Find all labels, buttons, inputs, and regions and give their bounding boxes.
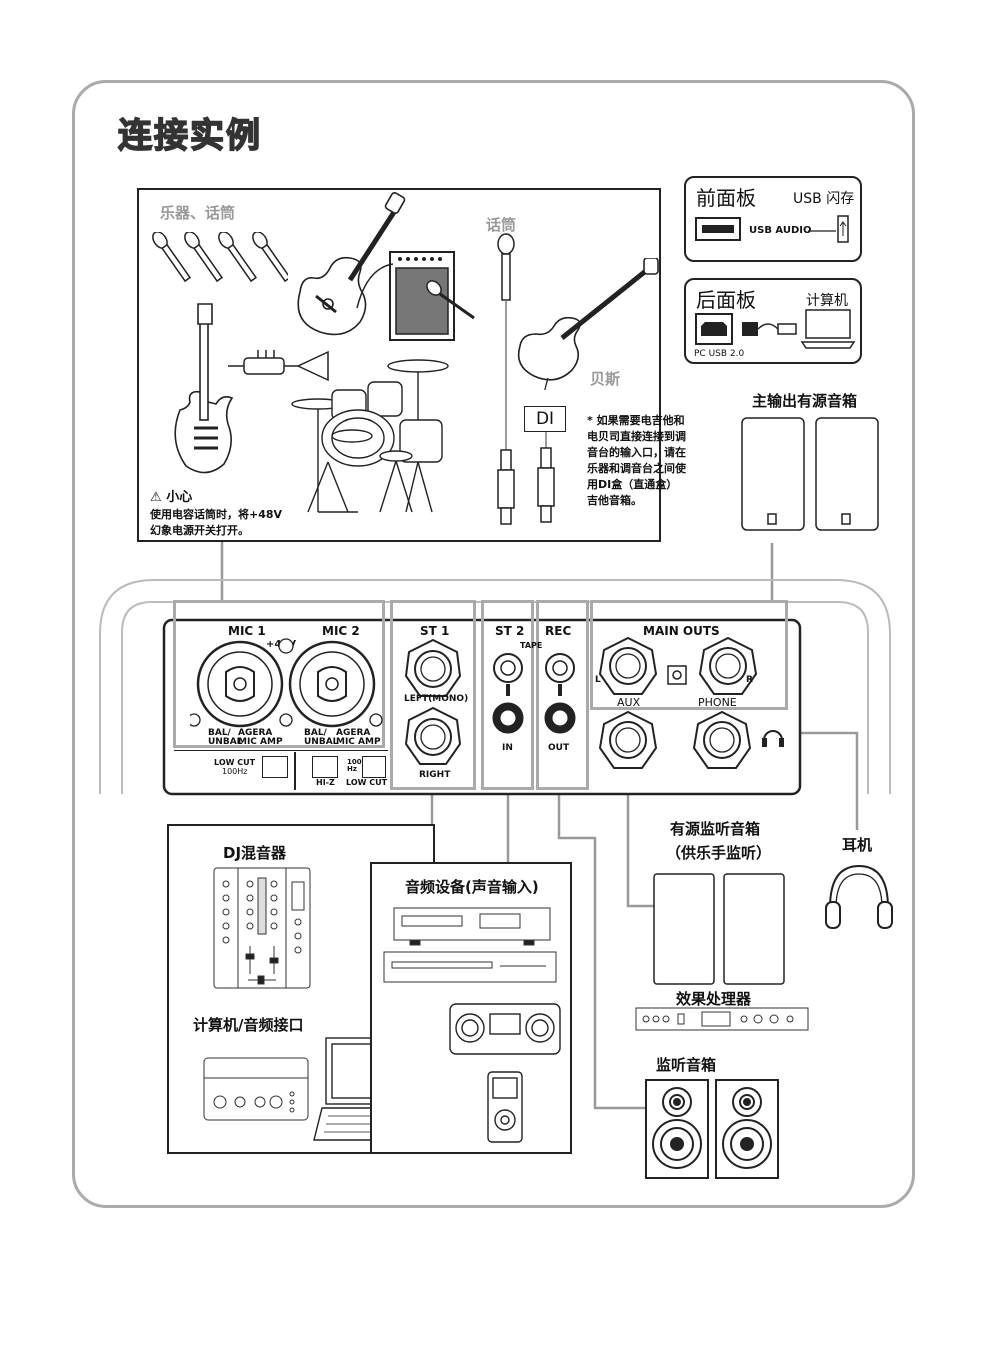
cd-player-icon [383, 907, 557, 983]
headphones-label: 耳机 [842, 836, 873, 854]
low-cut-freq: 100Hz [222, 767, 248, 776]
hi-z-switch[interactable] [312, 756, 338, 778]
active-monitors-icon [653, 873, 785, 985]
electric-guitar-icon [297, 192, 406, 336]
usb-cable-icon [742, 322, 797, 336]
di-note-6: 吉他音箱。 [587, 494, 642, 507]
audio-interface-icon [203, 1057, 309, 1121]
main-outs-label: MAIN OUTS [643, 624, 720, 638]
caution-text-1: 使用电容话筒时，将+48V [150, 508, 283, 521]
dj-mixer-icon [213, 867, 311, 989]
guitar-amp-icon [389, 251, 475, 341]
audio-devices-label: 音频设备(声音输入) [405, 878, 539, 896]
st1-label: ST 1 [420, 624, 450, 638]
bal-unbal-1: BAL/ UNBAL [208, 728, 243, 748]
right-label: RIGHT [419, 770, 451, 780]
active-monitor-label-2: （供乐手监听） [666, 844, 772, 862]
warning-icon: ⚠ [150, 490, 167, 505]
stereo-and-player-icon [449, 1003, 561, 1143]
st1-jacks-icon [404, 638, 462, 765]
in-label: IN [502, 743, 513, 753]
caution-text-2: 幻象电源开关打开。 [150, 524, 249, 537]
effects-label: 效果处理器 [676, 990, 752, 1008]
pc-usb-label: PC USB 2.0 [694, 349, 745, 359]
di-box: DI [524, 406, 566, 432]
st2-group [481, 600, 534, 790]
output-jacks-icon [598, 636, 784, 769]
caution-title: 小心 [166, 490, 193, 505]
usb-b-port-icon [695, 313, 733, 345]
rear-panel-title: 后面板 [696, 288, 756, 312]
di-note-5: 用DI盒（直通盒） [587, 478, 678, 491]
usb-flash-label: USB 闪存 [793, 191, 855, 207]
laptop-icon [800, 309, 856, 349]
low-cut-switch-1[interactable] [262, 756, 288, 778]
bass-guitar-icon [517, 258, 659, 390]
di-note-1: * 如果需要电吉他和 [587, 414, 685, 427]
hi-z-label: HI-Z [316, 778, 335, 787]
low-cut-label-2: LOW CUT [346, 778, 388, 787]
switch-divider [294, 752, 296, 790]
r-label: R [746, 675, 753, 685]
combo-jacks-icon [190, 638, 383, 728]
handheld-mics-icon [152, 232, 288, 283]
rca-jacks-icon [492, 653, 576, 734]
usb-port-icon [695, 217, 741, 241]
effects-processor-icon [635, 1007, 809, 1031]
page-title: 连接实例 [117, 115, 262, 157]
stratocaster-icon [174, 303, 234, 474]
outer-frame [72, 80, 915, 1208]
hz100-label: 100 Hz [347, 758, 362, 774]
instruments-title: 乐器、话筒 [160, 204, 236, 222]
monitor-speakers-label: 监听音箱 [656, 1056, 717, 1074]
dj-mixer-label: DJ混音器 [223, 844, 287, 862]
usb-audio-label: USB AUDIO [749, 225, 812, 236]
headphones-icon [825, 864, 893, 929]
drum-kit-icon [291, 359, 449, 513]
computer-audio-label: 计算机/音频接口 [193, 1016, 304, 1034]
di-note-2: 电贝司直接连接到调 [587, 430, 686, 443]
st2-label: ST 2 [495, 624, 525, 638]
usb-flash-drive-icon [808, 215, 849, 243]
active-monitor-label-1: 有源监听音箱 [670, 820, 761, 838]
front-panel-title: 前面板 [696, 186, 756, 210]
out-label: OUT [548, 743, 570, 753]
l-label: L [595, 675, 601, 685]
main-speakers-label: 主输出有源音箱 [752, 392, 858, 410]
phone-label: PHONE [698, 696, 737, 709]
trumpet-icon [228, 350, 329, 382]
switch-row [174, 750, 388, 790]
left-mono-label: LEFT(MONO) [404, 694, 469, 704]
caution-heading: ⚠ 小心 [150, 486, 192, 505]
st1-group [390, 600, 476, 790]
mic-inputs-group [173, 600, 385, 748]
agera-2: AGERA MIC AMP [336, 728, 381, 748]
bal-unbal-2: BAL/ UNBAL [304, 728, 339, 748]
main-speakers-icon [741, 417, 879, 531]
low-cut-switch-2[interactable] [362, 756, 386, 778]
rec-group [536, 600, 589, 790]
di-note-4: 乐器和调音台之间使 [587, 462, 686, 475]
mic1-label: MIC 1 [228, 624, 266, 638]
di-note-3: 音台的输入口，请在 [587, 446, 686, 459]
bass-label: 贝斯 [590, 370, 621, 388]
tape-label: TAPE [520, 641, 543, 650]
aux-label: AUX [617, 696, 641, 709]
main-outs-group [590, 600, 788, 710]
guitar-cable [356, 263, 394, 309]
agera-1: AGERA MIC AMP [238, 728, 283, 748]
low-cut-label-1: LOW CUT [214, 758, 256, 767]
di-plug-icon [537, 432, 555, 523]
monitor-speakers-icon [645, 1079, 779, 1179]
mic-title: 话筒 [486, 216, 517, 234]
rec-label: REC [545, 624, 572, 638]
stand-mic-icon [497, 233, 515, 525]
computer-label: 计算机 [806, 293, 848, 309]
mic2-label: MIC 2 [322, 624, 360, 638]
